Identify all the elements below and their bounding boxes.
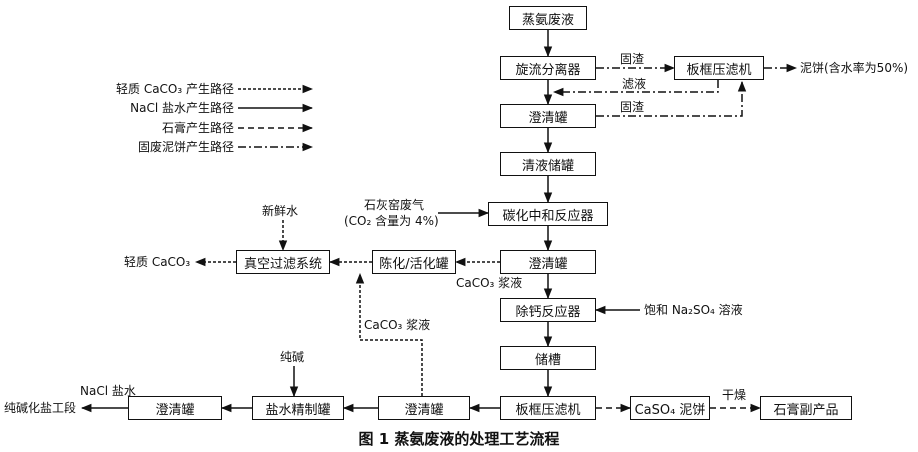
node-decalc-reactor: 除钙反应器 [500, 298, 596, 322]
label-filtrate: 滤液 [622, 77, 647, 91]
node-soda-process: 纯碱化盐工段 [4, 401, 77, 415]
label-solid1: 固渣 [620, 52, 645, 66]
label-soda-ash: 纯碱 [280, 350, 305, 364]
node-carbon-reactor: 碳化中和反应器 [488, 202, 608, 226]
legend-label-light-caco3: 轻质 CaCO₃ 产生路径 [116, 82, 234, 96]
label-dry: 干燥 [722, 388, 747, 402]
node-light-caco3: 轻质 CaCO₃ [124, 255, 191, 269]
node-cyclone: 旋流分离器 [500, 56, 596, 80]
label-caco3-slurry-1: CaCO₃ 浆液 [456, 276, 523, 290]
legend-label-nacl: NaCl 盐水产生路径 [130, 101, 234, 115]
label-caco3-slurry-2: CaCO₃ 浆液 [364, 318, 431, 332]
edge-filtrate-return [552, 80, 719, 97]
node-brine-refine: 盐水精制罐 [252, 396, 344, 420]
figure-caption: 图 1 蒸氨废液的处理工艺流程 [358, 430, 560, 448]
label-solid2: 固渣 [620, 100, 645, 114]
edge-clarifier3-slurry-back [355, 272, 423, 396]
label-nacl-brine: NaCl 盐水 [80, 384, 136, 398]
node-ammonia-waste: 蒸氨废液 [509, 6, 587, 30]
label-kiln-gas-2: (CO₂ 含量为 4%) [344, 214, 439, 228]
legend-label-gypsum: 石膏产生路径 [161, 121, 234, 135]
legend-label-solid-waste: 固废泥饼产生路径 [137, 140, 234, 154]
node-clarifier1: 澄清罐 [500, 104, 596, 128]
node-clear-tank: 清液储罐 [500, 152, 596, 176]
node-mud-cake: 泥饼(含水率为50%) [800, 61, 909, 75]
label-na2so4: 饱和 Na₂SO₄ 溶液 [644, 303, 743, 317]
node-clarifier4: 澄清罐 [128, 396, 222, 420]
node-storage: 储槽 [500, 346, 596, 370]
node-vacuum-filter: 真空过滤系统 [236, 250, 330, 274]
node-clarifier3: 澄清罐 [378, 396, 470, 420]
node-caso4-cake: CaSO₄ 泥饼 [630, 396, 710, 420]
node-aging-tank: 陈化/活化罐 [372, 250, 456, 274]
label-kiln-gas-1: 石灰窑废气 [364, 198, 425, 212]
node-clarifier2: 澄清罐 [500, 250, 596, 274]
node-filter-press-bottom: 板框压滤机 [500, 396, 596, 420]
node-gypsum: 石膏副产品 [760, 396, 852, 420]
label-fresh-water: 新鲜水 [262, 204, 299, 218]
node-filter-press-top: 板框压滤机 [674, 56, 764, 80]
edge-clarifier1-solid-to-press [596, 80, 747, 117]
